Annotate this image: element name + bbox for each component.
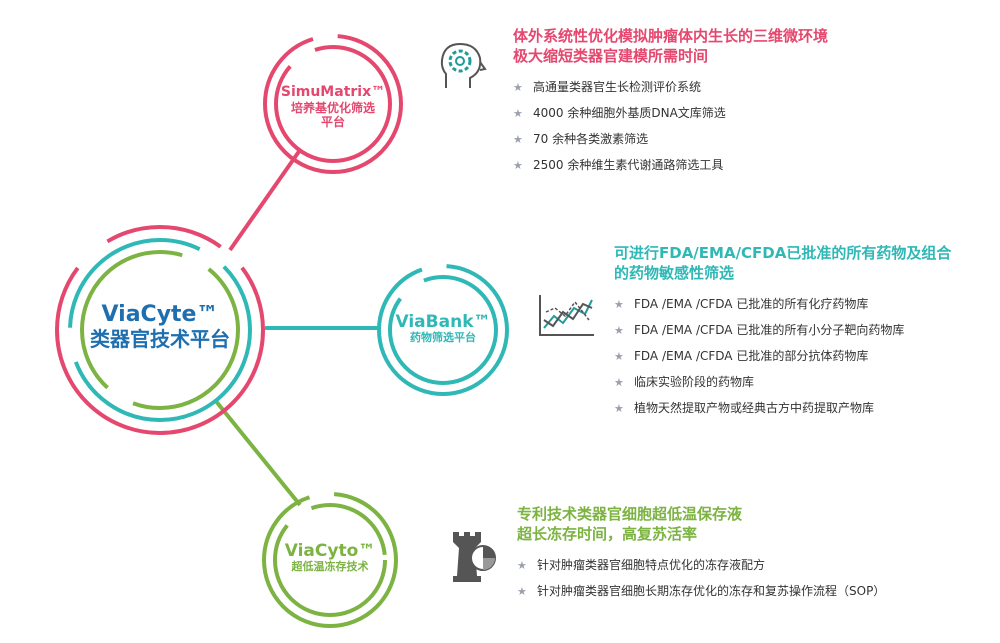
rook-chart-icon <box>453 532 496 582</box>
connector-viacyto <box>213 398 302 507</box>
center-title-line2: 类器官技术平台 <box>90 326 230 351</box>
simumatrix-section: 体外系统性优化模拟肿瘤体内生长的三维微环境 极大缩短类器官建模所需时间 ★ 高通量… <box>513 26 828 178</box>
star-icon: ★ <box>513 107 523 120</box>
viabank-section: 可进行FDA/EMA/CFDA已批准的所有药物及组合 的药物敏感性筛选 ★ FDA… <box>614 243 951 421</box>
list-item: ★ FDA /EMA /CFDA 已批准的所有小分子靶向药物库 <box>614 317 951 343</box>
connector-simumatrix <box>228 148 302 252</box>
star-icon: ★ <box>513 133 523 146</box>
star-icon: ★ <box>614 350 624 363</box>
list-item-text: 70 余种各类激素筛选 <box>533 132 649 146</box>
viacyto-list: ★ 针对肿瘤类器官细胞特点优化的冻存液配方 ★ 针对肿瘤类器官细胞长期冻存优化的冻存… <box>517 552 885 604</box>
star-icon: ★ <box>614 298 624 311</box>
viacyto-heading-line2: 超长冻存时间，高复苏活率 <box>517 525 698 543</box>
list-item: ★ 针对肿瘤类器官细胞长期冻存优化的冻存和复苏操作流程（SOP） <box>517 578 885 604</box>
viacyto-heading-line1: 专利技术类器官细胞超低温保存液 <box>517 505 743 523</box>
simumatrix-heading-line2: 极大缩短类器官建模所需时间 <box>513 47 709 65</box>
list-item-text: 临床实验阶段的药物库 <box>634 375 755 389</box>
list-item-text: 4000 余种细胞外基质DNA文库筛选 <box>533 106 726 120</box>
list-item-text: 针对肿瘤类器官细胞特点优化的冻存液配方 <box>537 558 766 572</box>
star-icon: ★ <box>513 81 523 94</box>
list-item: ★ FDA /EMA /CFDA 已批准的所有化疗药物库 <box>614 291 951 317</box>
list-item: ★ 临床实验阶段的药物库 <box>614 369 951 395</box>
center-title: ViaCyte™ 类器官技术平台 <box>70 302 250 352</box>
simumatrix-heading-line1: 体外系统性优化模拟肿瘤体内生长的三维微环境 <box>513 27 829 45</box>
list-item: ★ FDA /EMA /CFDA 已批准的部分抗体药物库 <box>614 343 951 369</box>
viabank-heading: 可进行FDA/EMA/CFDA已批准的所有药物及组合 的药物敏感性筛选 <box>614 243 951 283</box>
viabank-title-line2: 药物筛选平台 <box>410 331 476 345</box>
list-item-text: 针对肿瘤类器官细胞长期冻存优化的冻存和复苏操作流程（SOP） <box>537 584 886 598</box>
simumatrix-title-line1: SimuMatrix™ <box>280 84 386 100</box>
star-icon: ★ <box>513 159 523 172</box>
viabank-heading-line2: 的药物敏感性筛选 <box>614 264 735 282</box>
simumatrix-list: ★ 高通量类器官生长检测评价系统 ★ 4000 余种细胞外基质DNA文库筛选 ★ 70… <box>513 74 828 178</box>
simumatrix-heading: 体外系统性优化模拟肿瘤体内生长的三维微环境 极大缩短类器官建模所需时间 <box>513 26 828 66</box>
viacyto-title-line1: ViaCyto™ <box>284 541 376 561</box>
list-item-text: 植物天然提取产物或经典古方中药提取产物库 <box>634 401 875 415</box>
viacyto-heading: 专利技术类器官细胞超低温保存液 超长冻存时间，高复苏活率 <box>517 504 885 544</box>
head-gear-icon <box>440 42 487 88</box>
viabank-node <box>377 264 509 396</box>
viabank-list: ★ FDA /EMA /CFDA 已批准的所有化疗药物库 ★ FDA /EMA /C… <box>614 291 951 421</box>
simumatrix-node <box>263 34 403 174</box>
list-item: ★ 高通量类器官生长检测评价系统 <box>513 74 828 100</box>
list-item: ★ 针对肿瘤类器官细胞特点优化的冻存液配方 <box>517 552 885 578</box>
star-icon: ★ <box>614 376 624 389</box>
viacyto-title-line2: 超低温冻存技术 <box>291 560 369 574</box>
star-icon: ★ <box>517 559 527 572</box>
list-item-text: 2500 余种维生素代谢通路筛选工具 <box>533 158 724 172</box>
list-item: ★ 70 余种各类激素筛选 <box>513 126 828 152</box>
center-title-line1: ViaCyte™ <box>101 302 219 327</box>
line-chart-icon <box>539 295 594 336</box>
star-icon: ★ <box>517 585 527 598</box>
viabank-title: ViaBank™ 药物筛选平台 <box>383 312 503 345</box>
list-item: ★ 4000 余种细胞外基质DNA文库筛选 <box>513 100 828 126</box>
simumatrix-title-line3: 平台 <box>320 114 345 129</box>
viacyto-title: ViaCyto™ 超低温冻存技术 <box>270 541 390 574</box>
viacyto-section: 专利技术类器官细胞超低温保存液 超长冻存时间，高复苏活率 ★ 针对肿瘤类器官细胞特… <box>517 504 885 604</box>
list-item-text: 高通量类器官生长检测评价系统 <box>533 80 702 94</box>
simumatrix-title-line2: 培养基优化筛选 <box>290 100 375 115</box>
star-icon: ★ <box>614 324 624 337</box>
list-item: ★ 2500 余种维生素代谢通路筛选工具 <box>513 152 828 178</box>
list-item: ★ 植物天然提取产物或经典古方中药提取产物库 <box>614 395 951 421</box>
list-item-text: FDA /EMA /CFDA 已批准的部分抗体药物库 <box>634 349 869 363</box>
simumatrix-title: SimuMatrix™ 培养基优化筛选 平台 <box>268 84 398 129</box>
list-item-text: FDA /EMA /CFDA 已批准的所有小分子靶向药物库 <box>634 323 905 337</box>
viabank-title-line1: ViaBank™ <box>395 312 491 332</box>
viabank-heading-line1: 可进行FDA/EMA/CFDA已批准的所有药物及组合 <box>614 244 952 262</box>
list-item-text: FDA /EMA /CFDA 已批准的所有化疗药物库 <box>634 297 869 311</box>
center-node <box>55 225 265 435</box>
viacyto-node <box>262 492 398 628</box>
star-icon: ★ <box>614 402 624 415</box>
